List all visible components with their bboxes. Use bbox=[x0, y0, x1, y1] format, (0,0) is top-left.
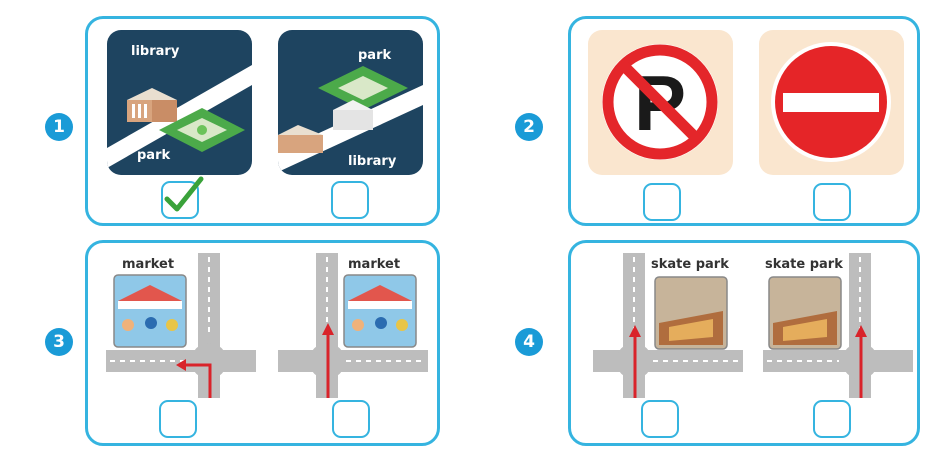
answer-checkbox-1a[interactable] bbox=[161, 176, 204, 219]
place-label-skate-park: skate park bbox=[765, 257, 843, 272]
checkmark-icon bbox=[164, 176, 204, 212]
map-tile-park-library[interactable]: park library bbox=[278, 30, 423, 175]
map-illustration bbox=[278, 66, 423, 172]
place-label-bottom: park bbox=[137, 148, 171, 163]
answer-checkbox-1b[interactable] bbox=[331, 181, 369, 219]
question-number-3: 3 bbox=[45, 328, 73, 356]
answer-checkbox-2b[interactable] bbox=[813, 183, 851, 221]
answer-checkbox-3a[interactable] bbox=[159, 400, 197, 438]
answer-checkbox-3b[interactable] bbox=[332, 400, 370, 438]
route-map-turn-left[interactable]: market bbox=[106, 253, 256, 398]
question-card-4: skate park skate park bbox=[568, 240, 920, 446]
question-card-1: library park park library bbox=[85, 16, 440, 226]
place-label-top: park bbox=[358, 48, 392, 63]
question-number-2: 2 bbox=[515, 113, 543, 141]
answer-checkbox-4b[interactable] bbox=[813, 400, 851, 438]
street-map-illustration bbox=[278, 253, 428, 398]
map-illustration bbox=[107, 65, 252, 168]
question-card-2: P bbox=[568, 16, 920, 226]
answer-checkbox-4a[interactable] bbox=[641, 400, 679, 438]
map-tile-library-park[interactable]: library park bbox=[107, 30, 252, 175]
street-map-illustration bbox=[106, 253, 256, 398]
route-map-skate-park-1[interactable]: skate park bbox=[593, 253, 743, 398]
question-number-1: 1 bbox=[45, 113, 73, 141]
sign-tile-no-parking[interactable]: P bbox=[588, 30, 733, 175]
place-label-market: market bbox=[122, 257, 175, 272]
question-number-4: 4 bbox=[515, 328, 543, 356]
place-label-bottom: library bbox=[348, 154, 397, 169]
question-card-3: market market bbox=[85, 240, 440, 446]
place-label-skate-park: skate park bbox=[651, 257, 729, 272]
answer-checkbox-2a[interactable] bbox=[643, 183, 681, 221]
street-map-illustration bbox=[593, 253, 743, 398]
place-label-top: library bbox=[131, 44, 180, 59]
route-map-straight[interactable]: market bbox=[278, 253, 428, 398]
no-parking-sign-icon: P bbox=[602, 44, 718, 160]
sign-tile-no-entry[interactable] bbox=[759, 30, 904, 175]
no-entry-sign-icon bbox=[771, 42, 891, 162]
route-map-skate-park-2[interactable]: skate park bbox=[763, 253, 913, 398]
place-label-market: market bbox=[348, 257, 401, 272]
street-map-illustration bbox=[763, 253, 913, 398]
